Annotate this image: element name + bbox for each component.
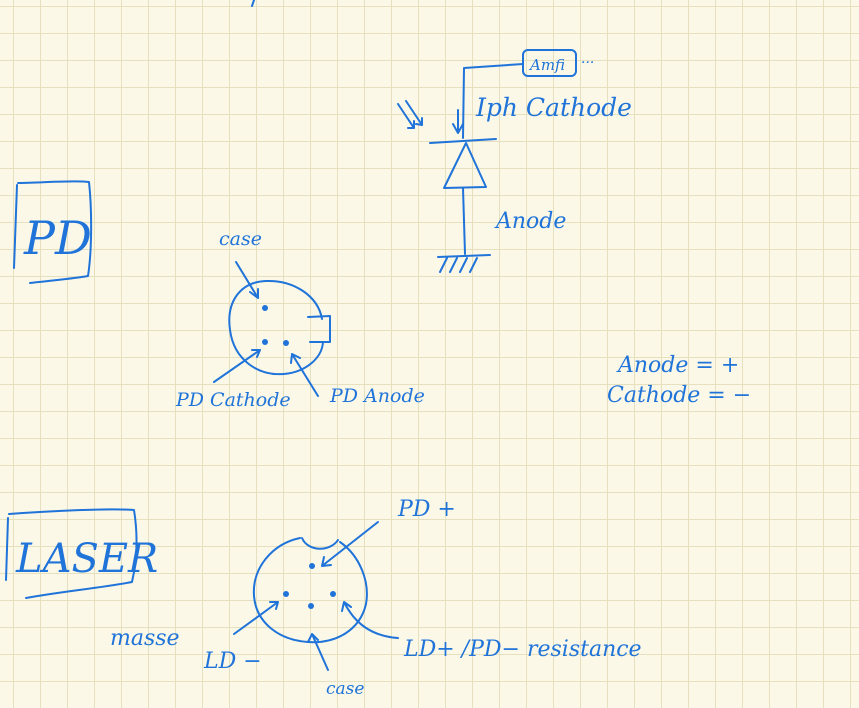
laser-pin-pd-plus: [309, 563, 315, 569]
laser-package-outline: [252, 537, 368, 644]
masse-label: masse: [110, 626, 180, 651]
ld-plus-arrow: [341, 601, 399, 639]
pd-label-box: PD: [13, 180, 93, 284]
legend-anode: Anode = +: [616, 353, 739, 378]
laser-case-arrow: [307, 633, 329, 671]
amp-wire: [462, 63, 524, 139]
pd-plus-arrow: [321, 521, 379, 567]
anode-schematic-label: Anode: [494, 209, 566, 234]
top-edge-mark: [251, 0, 255, 7]
laser-pin-case: [308, 603, 314, 609]
pd-cathode-arrow: [213, 349, 261, 383]
light-arrows: [397, 100, 423, 129]
diode-bar: [429, 138, 497, 144]
ground-symbol: [437, 254, 491, 273]
pd-pin-cathode: [262, 339, 268, 345]
ld-plus-pd-minus-label: LD+ /PD− resistance: [403, 637, 642, 662]
pd-pin-anode: [283, 340, 289, 346]
laser-case-label: case: [326, 679, 364, 699]
pd-label-text: PD: [23, 211, 92, 265]
pd-anode-label: PD Anode: [329, 385, 425, 407]
laser-pin-ld-plus: [330, 591, 336, 597]
masse-arrow: [233, 601, 279, 635]
laser-package-notch: [301, 537, 339, 550]
diode-triangle: [443, 142, 487, 189]
pd-plus-label: PD +: [397, 497, 456, 522]
pd-package: case PD Cathode PD Anode: [175, 228, 425, 411]
polarity-legend: Anode = + Cathode = −: [607, 353, 751, 408]
pd-package-outline: [228, 279, 324, 376]
anode-wire: [462, 187, 466, 255]
photodiode-schematic: Amfi ··· Iph Cathode Anode: [397, 49, 632, 273]
laser-label-box: LASER: [5, 508, 158, 599]
laser-package: PD + masse LD − case LD+ /PD− resistance: [110, 497, 642, 699]
pd-cathode-label: PD Cathode: [175, 389, 291, 411]
iph-arrow: [452, 109, 464, 134]
pd-case-arrow: [235, 261, 259, 299]
laser-pin-ld-minus: [283, 591, 289, 597]
iph-cathode-label: Iph Cathode: [475, 93, 632, 122]
amp-dots: ···: [581, 55, 594, 71]
pd-package-tab: [307, 315, 331, 343]
pd-case-label: case: [219, 228, 262, 250]
pd-pin-case: [262, 305, 268, 311]
ld-minus-label: LD −: [203, 649, 262, 674]
laser-label-text: LASER: [15, 536, 158, 582]
pd-anode-arrow: [290, 353, 319, 397]
legend-cathode: Cathode = −: [607, 383, 751, 408]
amp-label: Amfi: [528, 56, 565, 74]
